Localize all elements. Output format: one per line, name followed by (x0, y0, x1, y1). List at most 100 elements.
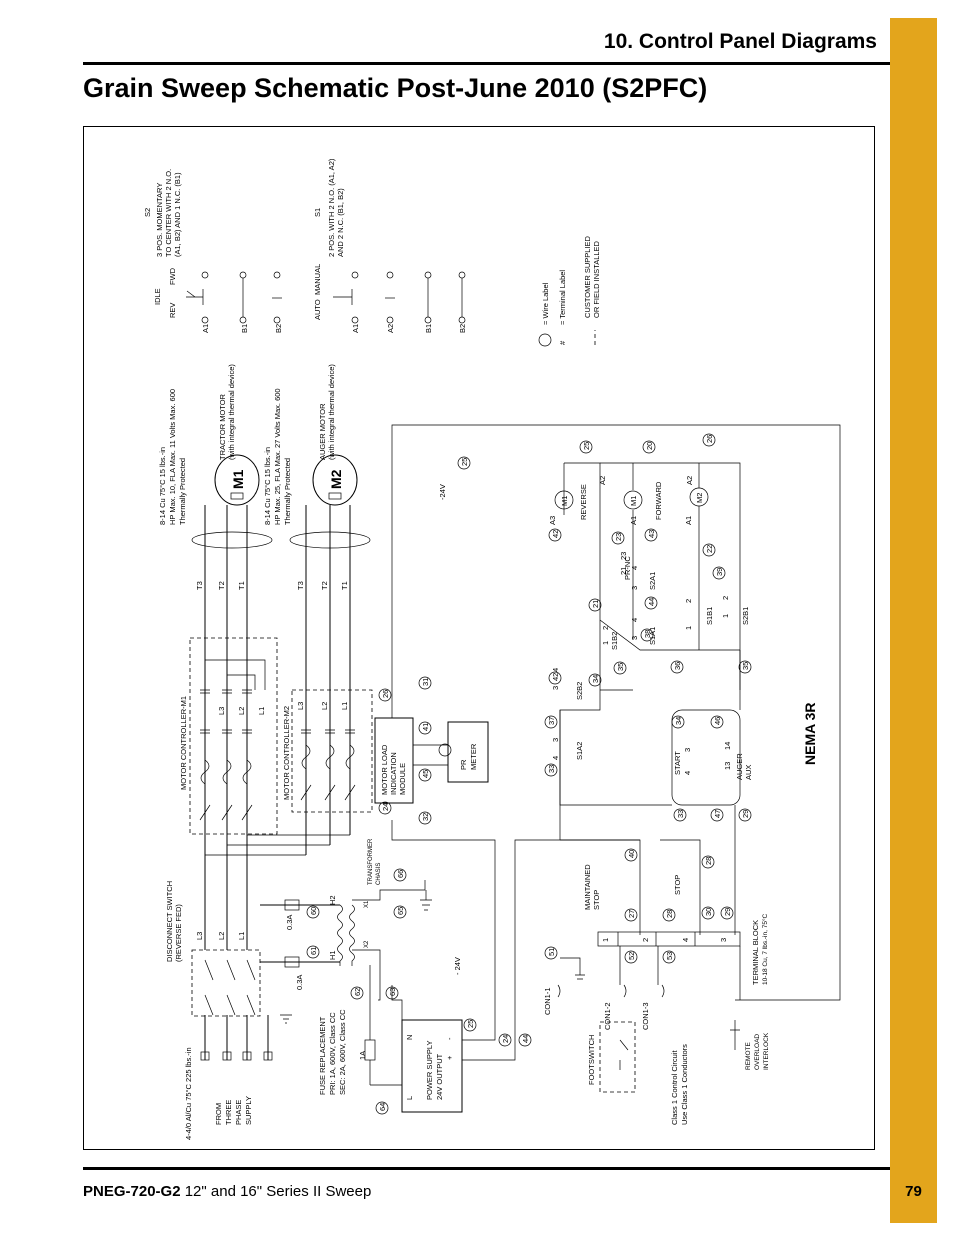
control-ladder: M1 M1 M2 REVERSE FORWARD A2 A2 A3 A1 A1 … (548, 462, 753, 935)
svg-text:A3: A3 (548, 516, 557, 525)
svg-text:33: 33 (547, 765, 556, 773)
svg-text:41: 41 (421, 723, 430, 731)
m1-cable-bundle (191, 531, 273, 549)
schematic-frame (83, 126, 875, 1150)
svg-text:M1: M1 (629, 496, 638, 506)
svg-text:A1: A1 (351, 324, 360, 333)
svg-text:39: 39 (715, 568, 724, 576)
svg-text:OVERLOAD: OVERLOAD (754, 1034, 761, 1070)
tractor-motor-spec: 8-14 Cu 75°C 15 lbs.-in HP Max. 10, FLA … (158, 364, 236, 525)
svg-text:B2: B2 (274, 324, 283, 333)
svg-text:22: 22 (705, 545, 714, 553)
svg-text:START: START (673, 751, 682, 775)
svg-text:REMOTE: REMOTE (745, 1042, 752, 1070)
svg-text:T3: T3 (195, 581, 204, 590)
page-title: Grain Sweep Schematic Post-June 2010 (S2… (83, 73, 708, 103)
svg-text:INDICATION: INDICATION (389, 752, 398, 795)
svg-text:36: 36 (673, 662, 682, 670)
svg-text:62: 62 (353, 988, 362, 996)
switch-s1: S1 2 POS. WITH 2 N.O. (A1, A2) AND 2 N.C… (313, 158, 467, 333)
power-bus (205, 834, 350, 856)
svg-text:-24V: -24V (438, 484, 447, 500)
svg-text:35: 35 (741, 662, 750, 670)
svg-text:FROM: FROM (214, 1103, 223, 1125)
svg-text:METER: METER (469, 743, 478, 770)
svg-text:- 24V: - 24V (453, 957, 462, 975)
svg-text:26: 26 (705, 435, 714, 443)
svg-text:T2: T2 (217, 581, 226, 590)
svg-text:32: 32 (421, 813, 430, 821)
svg-text:X1: X1 (364, 900, 370, 908)
svg-text:L1: L1 (257, 707, 266, 715)
terminal-block: 1 2 4 3 TERMINAL BLOCK 10-18 Cu, 7 lbs.-… (560, 913, 769, 1000)
svg-text:THREE: THREE (224, 1100, 233, 1125)
svg-text:IDLE: IDLE (153, 288, 162, 305)
svg-text:L1: L1 (340, 702, 349, 710)
header-rule (83, 62, 890, 65)
transformer: 0.3A 0.3A H2 H1 X1 X2 TRANSFORMER CHASIS (260, 838, 432, 1001)
svg-text:29: 29 (741, 810, 750, 818)
svg-text:T3: T3 (296, 581, 305, 590)
svg-text:4-4/0 Al/Cu 75°C 225 lbs.-i: 4-4/0 Al/Cu 75°C 225 lbs.-in (184, 1047, 193, 1140)
svg-text:51: 51 (547, 948, 556, 956)
svg-text:1: 1 (721, 614, 730, 618)
svg-text:64: 64 (378, 1103, 387, 1111)
m2-leads: T3 T2 T1 (296, 505, 351, 690)
svg-text:8-14 Cu 75°C 15 lbs.-in: 8-14 Cu 75°C 15 lbs.-in (263, 447, 272, 525)
svg-text:#: # (558, 340, 567, 345)
svg-text:23: 23 (619, 552, 628, 560)
svg-text:34: 34 (674, 717, 683, 725)
footer-doc-info: PNEG-720-G2 12" and 16" Series II Sweep (83, 1183, 371, 1200)
svg-text:SEC: 2A, 600V, Class CC: SEC: 2A, 600V, Class CC (338, 1009, 347, 1095)
svg-text:38: 38 (643, 630, 652, 638)
svg-text:T2: T2 (320, 581, 329, 590)
svg-text:MODULE: MODULE (398, 763, 407, 795)
svg-text:TRACTOR MOTOR: TRACTOR MOTOR (218, 393, 227, 460)
svg-text:PRI: 1A, 600V, Class CC: PRI: 1A, 600V, Class CC (328, 1012, 337, 1095)
svg-text:35: 35 (616, 663, 625, 671)
svg-text:46: 46 (713, 717, 722, 725)
svg-text:L3: L3 (195, 932, 204, 940)
svg-text:(A1, B2) AND 1 N.C. (B1): (A1, B2) AND 1 N.C. (B1) (173, 172, 182, 257)
svg-text:25: 25 (466, 1020, 475, 1028)
svg-text:TO CENTER WITH 2 N.O.: TO CENTER WITH 2 N.O. (164, 169, 173, 257)
svg-text:27: 27 (627, 910, 636, 918)
svg-text:4: 4 (681, 938, 690, 942)
svg-text:AUX: AUX (744, 765, 753, 780)
svg-text:3: 3 (719, 938, 728, 942)
svg-text:2: 2 (641, 938, 650, 942)
svg-text:25: 25 (460, 458, 469, 466)
svg-text:44: 44 (521, 1035, 530, 1043)
fuse-replacement-label: FUSE REPLACEMENT PRI: 1A, 600V, Class CC… (318, 1009, 347, 1095)
svg-text:Use Class 1 Conductors: Use Class 1 Conductors (680, 1044, 689, 1125)
svg-text:S1B1: S1B1 (705, 607, 714, 625)
svg-text:M2: M2 (328, 469, 344, 489)
svg-text:HP Max. 25, FLA Max. 27 Volts: HP Max. 25, FLA Max. 27 Volts Max. 600 (273, 388, 282, 525)
svg-text:4: 4 (551, 668, 560, 672)
svg-text:S1: S1 (313, 208, 322, 217)
legend: = Wire Label # = Terminal Label CUSTOMER… (538, 235, 601, 347)
wire-labels: 26 31 41 45 24 32 66 65 60 61 62 63 64 2… (306, 433, 752, 1115)
svg-text:45: 45 (421, 770, 430, 778)
svg-text:34: 34 (591, 675, 600, 683)
svg-text:X2: X2 (364, 940, 370, 948)
svg-text:4: 4 (630, 566, 639, 570)
svg-text:1: 1 (601, 641, 610, 645)
m1-leads: T3 T2 T1 (195, 505, 248, 645)
svg-text:MOTOR CONTROLLER-M1: MOTOR CONTROLLER-M1 (179, 696, 188, 790)
svg-text:4: 4 (683, 771, 692, 775)
svg-text:S2B1: S2B1 (741, 607, 750, 625)
svg-text:43: 43 (647, 530, 656, 538)
svg-text:A1: A1 (201, 324, 210, 333)
svg-text:Thermally Protected: Thermally Protected (283, 458, 292, 525)
svg-text:OR FIELD INSTALLED: OR FIELD INSTALLED (592, 240, 601, 318)
svg-text:A1: A1 (629, 516, 638, 525)
svg-text:MOTOR LOAD: MOTOR LOAD (380, 744, 389, 795)
supply-label: 4-4/0 Al/Cu 75°C 225 lbs.-in FROM THREE … (184, 1047, 253, 1140)
svg-text:B1: B1 (240, 324, 249, 333)
svg-text:B1: B1 (424, 324, 433, 333)
svg-text:L2: L2 (237, 707, 246, 715)
svg-text:PR-NC: PR-NC (623, 556, 632, 580)
svg-text:(with integral thermal device): (with integral thermal device) (227, 364, 236, 460)
